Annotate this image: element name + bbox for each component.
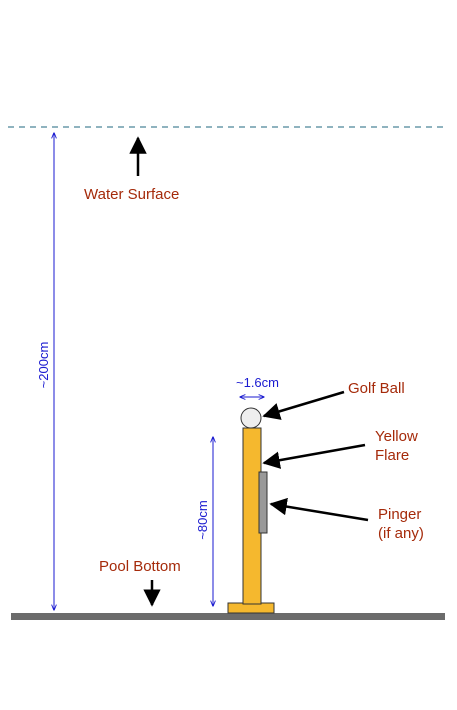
flare-pole	[242, 427, 262, 605]
yellow-flare-label-line1: Yellow	[375, 428, 418, 445]
yellow-flare-arrow	[262, 443, 366, 469]
pool-bottom-floor	[11, 613, 445, 620]
pinger-label-line1: Pinger	[378, 506, 421, 523]
golf-ball	[240, 407, 262, 429]
golf-ball-label: Golf Ball	[348, 380, 405, 397]
ball-width-label: ~1.6cm	[236, 375, 279, 390]
water-surface-label: Water Surface	[84, 186, 179, 203]
pool-bottom-label: Pool Bottom	[99, 558, 181, 575]
depth-dimension-label: ~200cm	[36, 342, 51, 389]
golf-ball-arrow	[262, 390, 345, 420]
pinger	[258, 471, 268, 534]
pinger-label-line2: (if any)	[378, 525, 424, 542]
height-dimension-label: ~80cm	[195, 500, 210, 539]
pinger-arrow	[269, 497, 369, 522]
yellow-flare-label-line2: Flare	[375, 447, 409, 464]
